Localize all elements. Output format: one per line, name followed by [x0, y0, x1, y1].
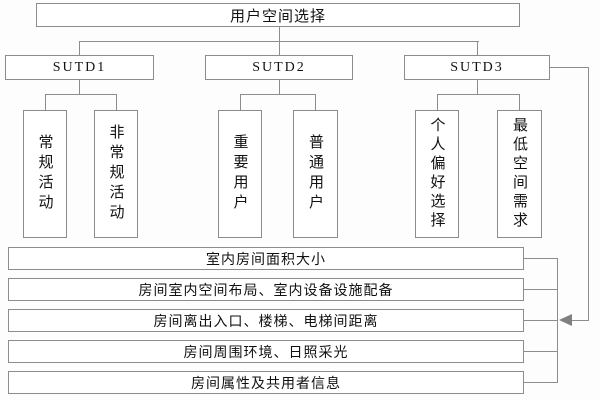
node-minimum-space-label: 最低空间需求: [511, 117, 529, 231]
connector-row5-stub: [524, 382, 557, 383]
criteria-row-room-area: 室内房间面积大小: [8, 247, 524, 270]
node-minimum-space: 最低空间需求: [497, 110, 542, 238]
connector-row3-stub: [524, 320, 557, 321]
connector-sutd3-stem: [477, 80, 478, 94]
node-important-user-label: 重要用户: [231, 134, 250, 214]
connector-sutd2-child2-stub: [315, 94, 316, 110]
connector-sutd3-bar: [437, 94, 520, 95]
connector-sutd3-right: [550, 67, 588, 68]
node-regular-activity-label: 常规活动: [36, 134, 55, 214]
node-user-space-selection-label: 用户空间选择: [229, 6, 326, 25]
node-sutd2: SUTD2: [205, 55, 353, 80]
connector-row4-stub: [524, 351, 557, 352]
connector-sutd2-bar: [240, 94, 316, 95]
connector-stub-sutd1: [79, 41, 80, 55]
node-irregular-activity-label: 非常规活动: [107, 124, 126, 224]
criteria-row-room-area-label: 室内房间面积大小: [206, 251, 326, 268]
criteria-row-attributes-cousers-label: 房间属性及共用者信息: [191, 375, 341, 392]
criteria-row-distance: 房间离出入口、楼梯、电梯间距离: [8, 309, 524, 332]
connector-root-stem: [279, 27, 280, 41]
node-user-space-selection: 用户空间选择: [36, 3, 520, 27]
node-irregular-activity: 非常规活动: [94, 110, 138, 238]
criteria-row-attributes-cousers: 房间属性及共用者信息: [8, 371, 524, 394]
node-personal-preference: 个人偏好选择: [415, 110, 459, 238]
connector-sutd3-child2-stub: [519, 94, 520, 110]
arrow-left-icon: [559, 314, 572, 326]
connector-stub-sutd2: [279, 41, 280, 55]
connector-sutd1-bar: [45, 94, 117, 95]
connector-right-vertical: [588, 67, 589, 321]
criteria-row-layout-facilities-label: 房间室内空间布局、室内设备设施配备: [138, 282, 394, 299]
criteria-row-environment-daylight-label: 房间周围环境、日照采光: [183, 344, 349, 361]
connector-rows-vertical-bus: [557, 258, 558, 383]
criteria-row-layout-facilities: 房间室内空间布局、室内设备设施配备: [8, 278, 524, 301]
connector-arrow-shaft: [571, 320, 589, 321]
node-sutd1-label: SUTD1: [52, 59, 107, 75]
node-sutd2-label: SUTD2: [252, 59, 306, 75]
connector-row2-stub: [524, 289, 557, 290]
node-sutd1: SUTD1: [5, 55, 154, 80]
node-sutd3: SUTD3: [404, 55, 550, 80]
node-ordinary-user-label: 普通用户: [307, 134, 325, 214]
connector-sutd1-child1-stub: [45, 94, 46, 110]
criteria-row-distance-label: 房间离出入口、楼梯、电梯间距离: [153, 313, 379, 330]
node-sutd3-label: SUTD3: [450, 59, 504, 75]
connector-sutd2-stem: [279, 80, 280, 94]
connector-sutd1-stem: [79, 80, 80, 94]
connector-sutd1-child2-stub: [116, 94, 117, 110]
node-regular-activity: 常规活动: [23, 110, 67, 238]
connector-sutd3-child1-stub: [437, 94, 438, 110]
node-personal-preference-label: 个人偏好选择: [428, 117, 447, 231]
connector-sutd2-child1-stub: [240, 94, 241, 110]
node-important-user: 重要用户: [218, 110, 262, 238]
connector-stub-sutd3: [477, 41, 478, 55]
criteria-row-environment-daylight: 房间周围环境、日照采光: [8, 340, 524, 363]
node-ordinary-user: 普通用户: [293, 110, 338, 238]
connector-row1-stub: [524, 258, 557, 259]
